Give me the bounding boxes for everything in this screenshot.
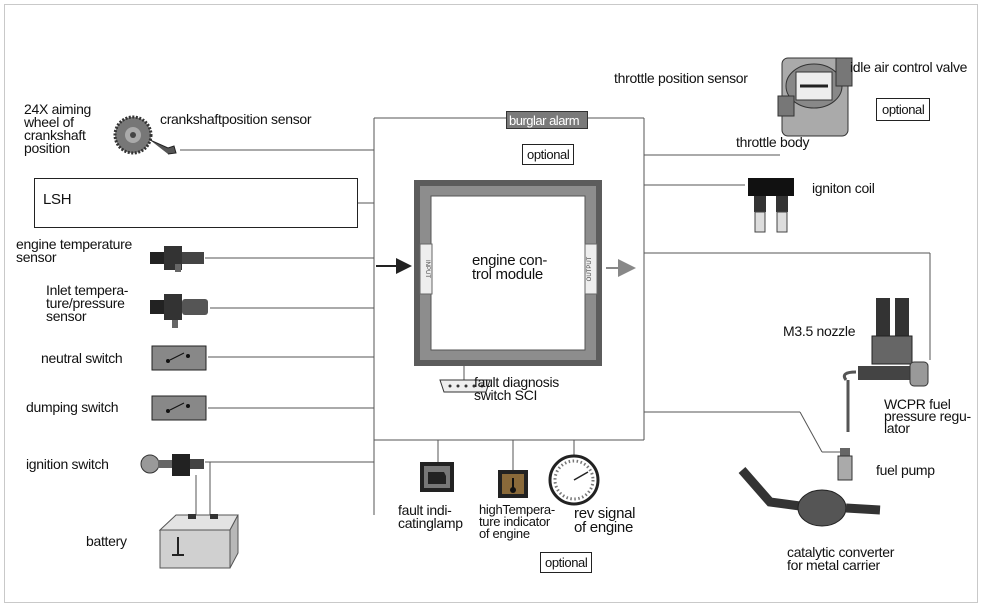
ecm-label: engine con- trol module: [472, 252, 548, 283]
catalytic-converter-icon: [738, 467, 881, 527]
pump-wire-d: [799, 411, 823, 453]
burglar-alarm-box: burglar alarm: [506, 111, 588, 129]
rev-signal-label: rev signal of engine: [574, 505, 636, 536]
burglar-alarm-label: burglar alarm: [509, 113, 580, 128]
diagram-frame: [4, 4, 978, 603]
crankshaft-wheel-icon: [113, 115, 177, 155]
output-arrow: [606, 259, 636, 277]
thermometer-lamp-icon: [498, 470, 528, 498]
lsh-box: [34, 178, 358, 228]
engine-temp-label: engine temperature sensor: [16, 236, 133, 265]
ecm-output-tab: OUTPUT: [587, 256, 593, 281]
diagnosis-connector-icon: [439, 379, 491, 393]
check-engine-lamp-icon: [420, 462, 454, 492]
throttle-body-label: throttle body: [736, 134, 810, 150]
nozzle-label: M3.5 nozzle: [783, 323, 856, 339]
fuel-injector-icon: [842, 298, 929, 432]
fault-diagnosis-label: fault diagnosis switch SCI: [474, 374, 560, 403]
fuel-pump-icon: [837, 448, 853, 481]
throttle-body-icon: [777, 57, 853, 137]
dumping-switch-label: dumping switch: [26, 399, 119, 415]
optional-bottom-badge: optional: [540, 552, 593, 573]
inlet-temp-label: Inlet tempera- ture/pressure sensor: [46, 282, 129, 324]
optional-alarm-badge: optional: [522, 144, 575, 165]
idle-air-label: idle air control valve: [850, 59, 968, 75]
fault-lamp-label: fault indi- catinglamp: [398, 502, 463, 531]
input-arrow: [376, 258, 412, 274]
ecm-input-tab: INPUT: [424, 260, 430, 278]
tachometer-icon: [548, 454, 600, 506]
battery-label: battery: [86, 533, 127, 549]
engine-control-module: INPUT OUTPUT: [414, 180, 602, 366]
optional-throttle-badge: optional: [876, 98, 931, 121]
aiming-wheel-label: 24X aiming wheel of crankshaft position: [24, 101, 92, 156]
ignition-coil-icon: [748, 178, 794, 233]
crankshaft-sensor-label: crankshaftposition sensor: [160, 111, 312, 127]
battery-icon: [158, 514, 239, 569]
ignition-coil-label: igniton coil: [812, 180, 875, 196]
lsh-label: LSH: [43, 191, 72, 208]
temperature-sensor-icon: [150, 246, 204, 272]
high-temp-label: highTempera- ture indicator of engine: [479, 502, 555, 541]
switch-icon: [151, 345, 207, 371]
fuel-pump-label: fuel pump: [876, 462, 935, 478]
pressure-sensor-icon: [150, 294, 208, 328]
catalytic-converter-label: catalytic converter for metal carrier: [787, 544, 895, 573]
neutral-switch-label: neutral switch: [41, 350, 123, 366]
switch-icon: [151, 395, 207, 421]
ignition-switch-label: ignition switch: [26, 456, 109, 472]
wcpr-label: WCPR fuel pressure regu- lator: [884, 396, 971, 436]
ignition-key-icon: [140, 454, 204, 476]
throttle-position-label: throttle position sensor: [614, 70, 748, 86]
